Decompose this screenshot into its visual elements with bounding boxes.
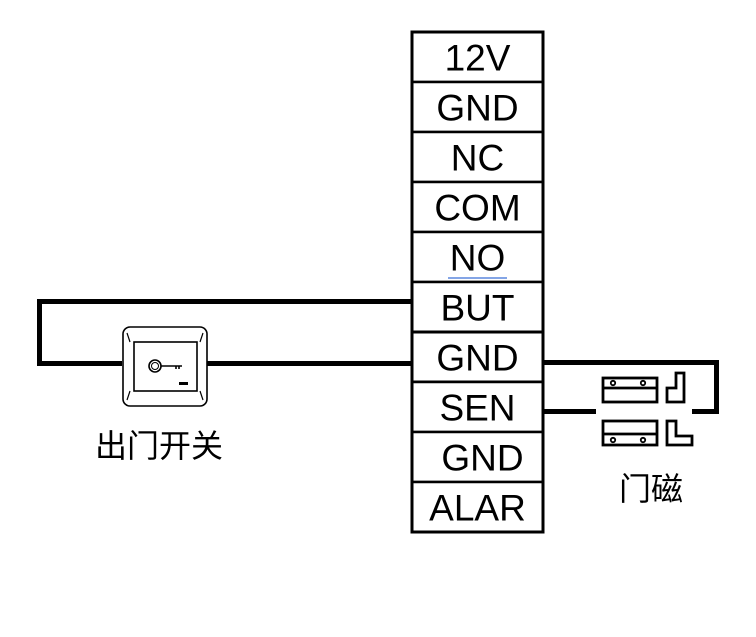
terminal-block: 12V GND NC COM NO BUT GND SEN GND ALAR (410, 30, 545, 534)
door-sensor-label: 门磁 (619, 470, 683, 508)
terminal-label-gnd: GND (436, 88, 518, 129)
magnet-bottom-half (601, 419, 694, 447)
terminal-label-nc: NC (451, 138, 504, 179)
exit-button-indicator (179, 382, 188, 385)
terminal-label-but: BUT (441, 288, 515, 329)
magnet-top-half (601, 371, 686, 404)
exit-button-wiring (37, 299, 412, 366)
terminal-label-sen: SEN (439, 388, 515, 429)
exit-button (122, 326, 208, 407)
exit-button-label: 出门开关 (95, 427, 223, 465)
terminal-label-alar: ALAR (429, 488, 526, 529)
terminal-block-border (410, 30, 545, 534)
wire-but (37, 299, 412, 366)
terminal-label-com: COM (434, 188, 520, 229)
key-icon (148, 359, 182, 373)
terminal-label-12v: 12V (445, 38, 511, 79)
wire-sensor-gnd (543, 360, 719, 414)
door-sensor-wiring (543, 360, 719, 414)
magnet-icon (601, 371, 694, 447)
terminal-label-gnd: GND (441, 438, 523, 479)
terminal-label-gnd: GND (436, 338, 518, 379)
exit-button-inner-plate (133, 341, 198, 392)
terminal-label-no: NO (450, 238, 506, 279)
exit-button-corner-lines (126, 332, 204, 401)
exit-button-outer-plate (122, 326, 208, 407)
terminal-cell (410, 480, 545, 534)
